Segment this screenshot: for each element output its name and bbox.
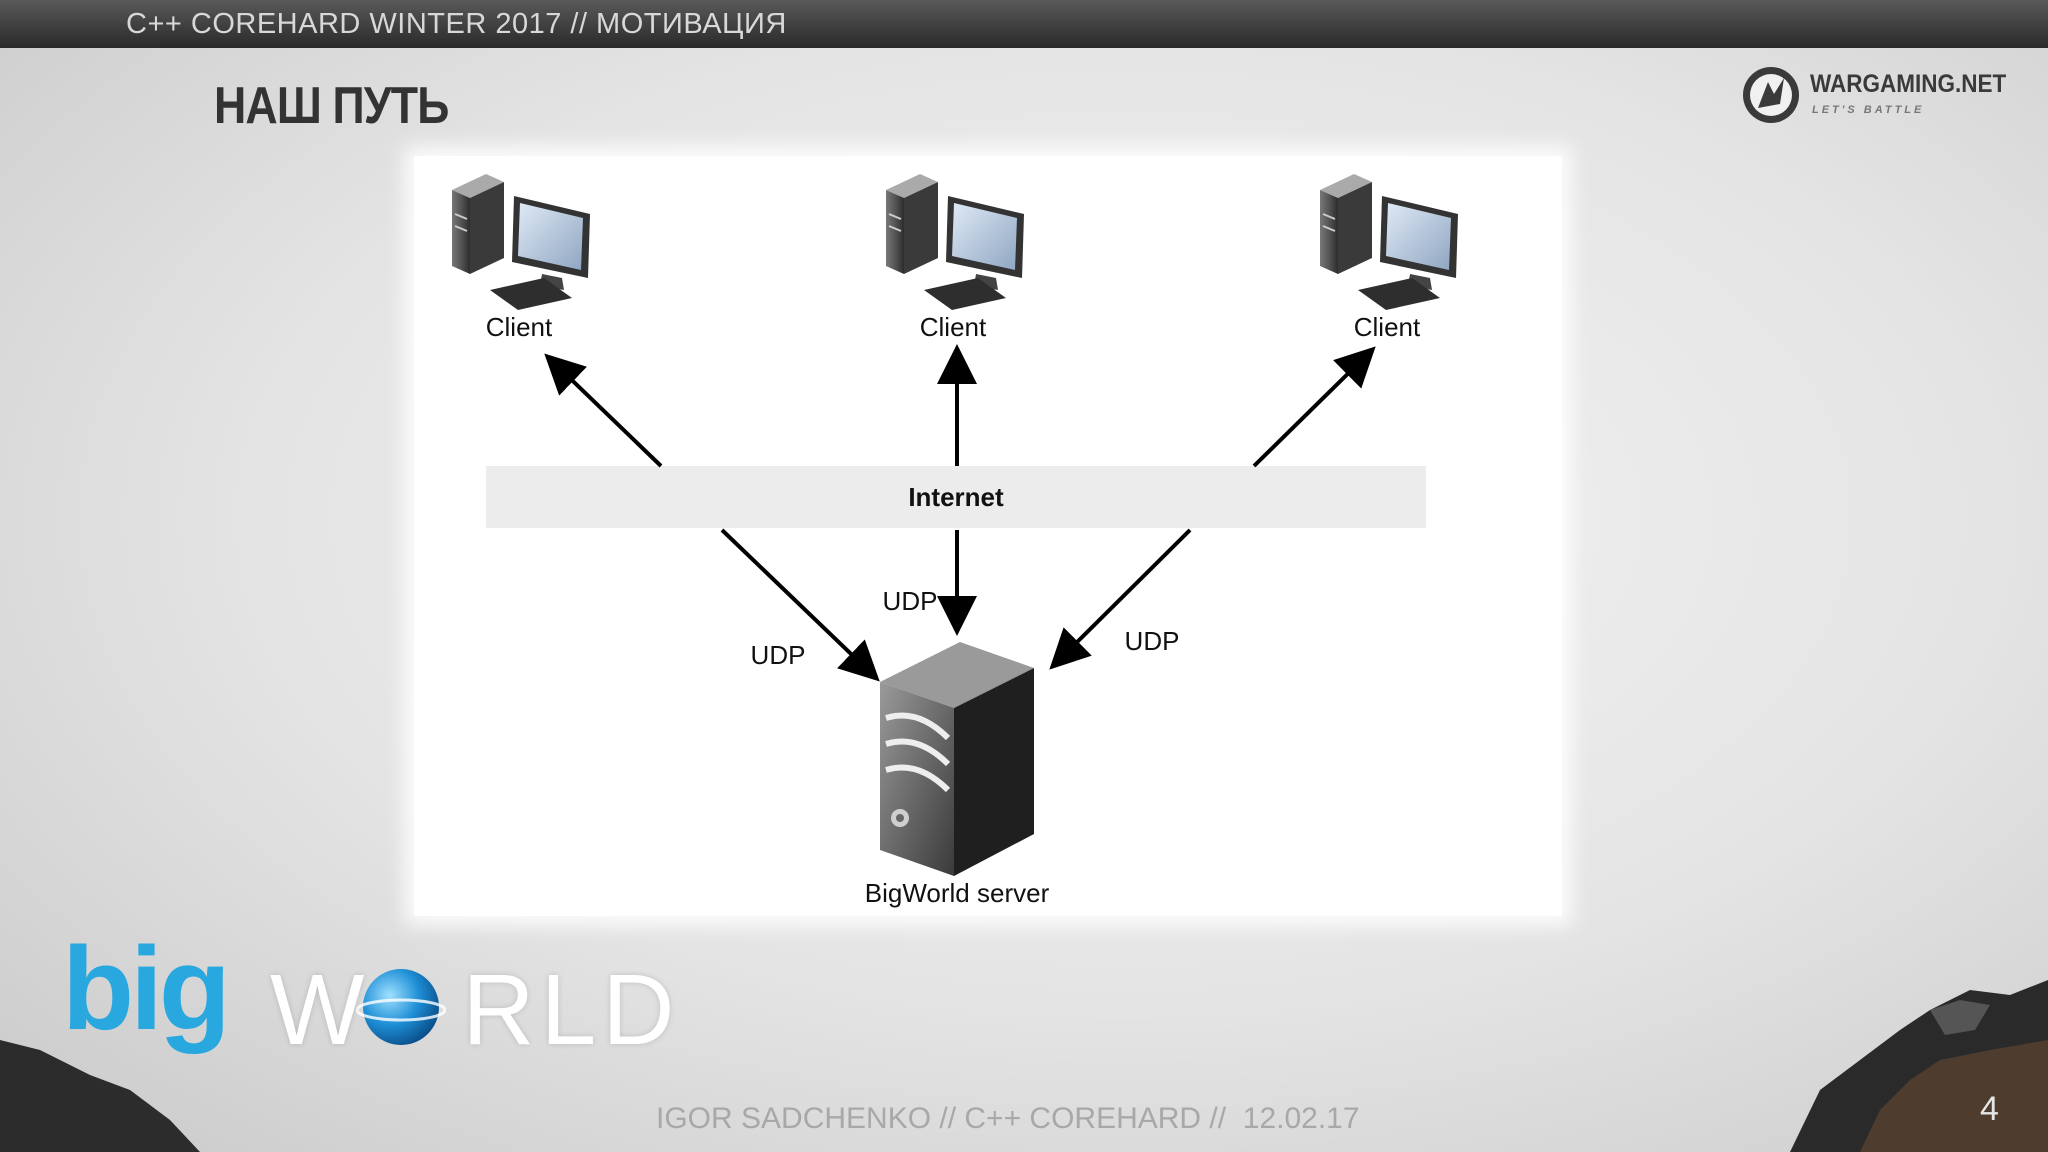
logo-big-text: big [62, 923, 231, 1055]
udp-label-left: UDP [750, 640, 806, 670]
udp-label-right: UDP [1124, 626, 1180, 656]
server-label: BigWorld server [864, 878, 1050, 908]
footer-text: IGOR SADCHENKO // C++ COREHARD // 12.02.… [656, 1102, 1360, 1135]
logo-w-letter: W [270, 954, 371, 1066]
header-title: C++ COREHARD WINTER 2017 // МОТИВАЦИЯ [126, 8, 787, 40]
arrow-to-client-left [544, 353, 663, 468]
arrow-to-server-left [720, 528, 880, 682]
client-label: Client [485, 312, 553, 342]
client-computer-icon [886, 174, 1024, 310]
network-diagram: Client Client Client Internet UDP UDP UD… [414, 156, 1562, 916]
arrow-to-server-right [1049, 528, 1192, 670]
internet-band [486, 466, 1426, 528]
client-label: Client [919, 312, 987, 342]
client-label: Client [1353, 312, 1421, 342]
diagram-canvas [452, 174, 1458, 876]
arrow-to-client-right [1252, 346, 1376, 468]
page-number: 4 [1980, 1090, 1999, 1128]
client-computer-icon [452, 174, 590, 310]
internet-label: Internet [908, 482, 1004, 512]
wargaming-emblem-icon [1743, 67, 1799, 123]
brand-name: WARGAMING.NET [1810, 70, 2007, 98]
client-computer-icon [1320, 174, 1458, 310]
slide-title: НАШ ПУТЬ [214, 77, 449, 135]
brand-tagline: LET'S BATTLE [1812, 104, 1925, 116]
server-icon [880, 642, 1034, 876]
wargaming-logo: WARGAMING.NET LET'S BATTLE [1740, 64, 2010, 128]
udp-label-center: UDP [882, 586, 938, 616]
globe-icon [356, 969, 446, 1045]
header-bar: C++ COREHARD WINTER 2017 // МОТИВАЦИЯ [0, 0, 2048, 48]
logo-rld-letters: RLD [462, 954, 681, 1066]
